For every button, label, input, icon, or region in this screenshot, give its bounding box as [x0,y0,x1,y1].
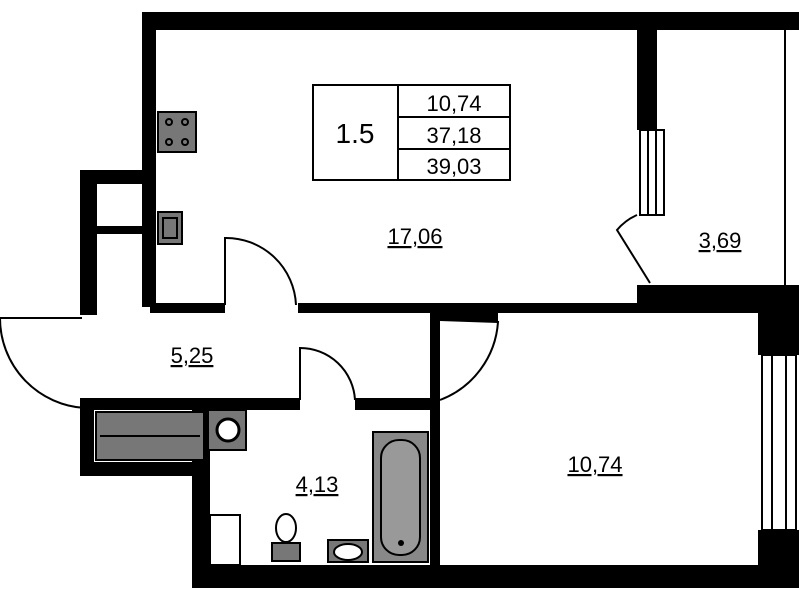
living-area: 10,74 [426,91,481,116]
toilet-icon [271,513,301,562]
total-area: 37,18 [426,123,481,148]
bathroom-sink-icon [327,539,369,563]
room-area-bedroom: 10,74 [567,452,622,477]
apartment-type: 1.5 [336,118,375,149]
room-area-kitchen-living: 17,06 [387,224,442,249]
washing-machine-icon [207,409,247,451]
doors [0,214,651,409]
wardrobe-icon [95,411,205,461]
stove-icon [157,111,197,153]
room-area-hallway: 5,25 [171,343,214,368]
windows [639,129,797,531]
kitchen-sink-icon [157,211,183,245]
thin-lines [0,30,786,566]
total-area-with-balcony: 39,03 [426,154,481,179]
bathtub-icon [372,431,429,563]
walls [80,12,799,588]
room-area-bathroom: 4,13 [296,472,339,497]
apartment-summary-table: 1.5 10,74 37,18 39,03 [312,84,511,181]
room-area-balcony: 3,69 [699,228,742,253]
